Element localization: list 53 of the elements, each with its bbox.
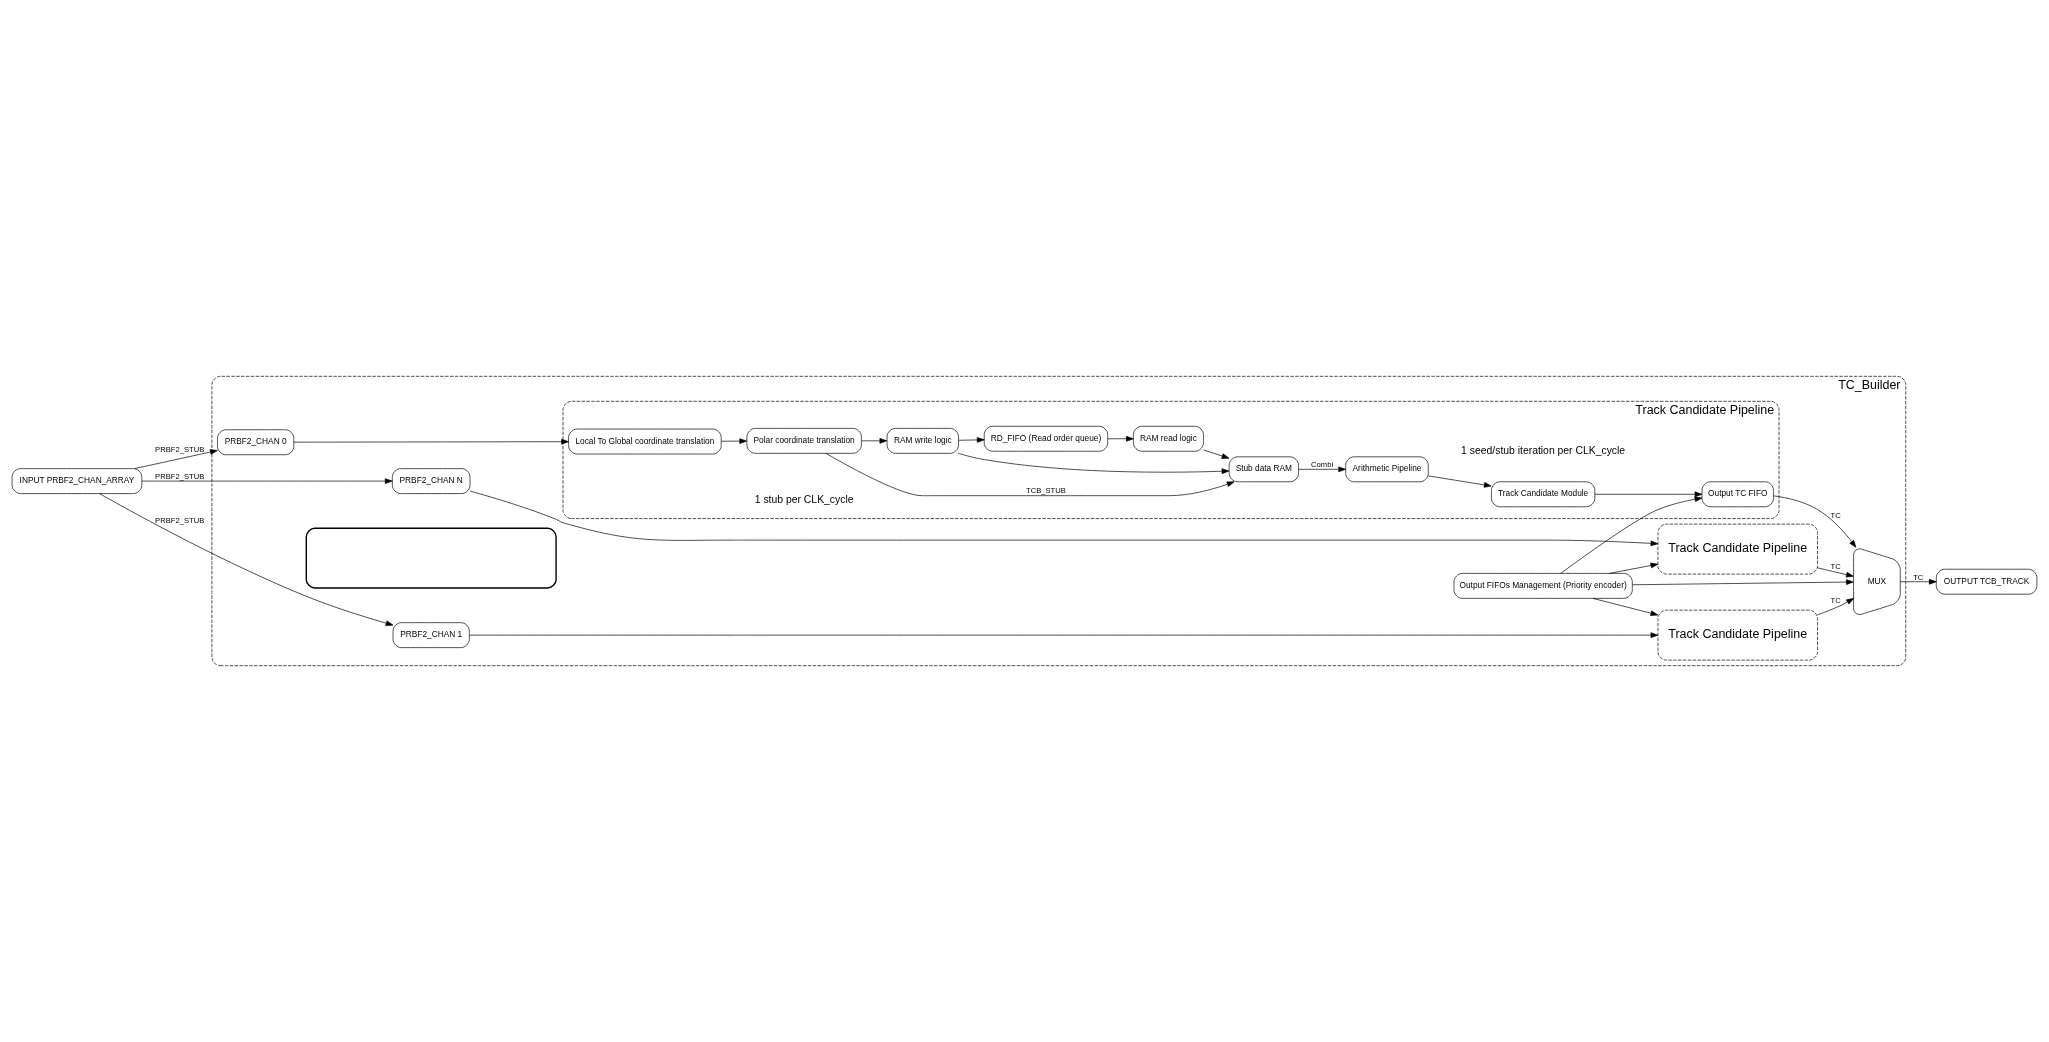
edge-label: PRBF2_STUB <box>155 515 205 525</box>
arrow <box>1298 466 1346 473</box>
arrow <box>958 437 985 443</box>
node-box <box>305 527 557 589</box>
edge-label: TC <box>1830 562 1841 572</box>
node-box: PRBF2_CHAN N <box>392 468 471 494</box>
arrow <box>720 438 747 444</box>
arrow <box>861 438 888 444</box>
node-box: RD_FIFO (Read order queue) <box>983 425 1109 452</box>
arrow <box>1817 598 1854 616</box>
label: 1 seed/stub iteration per CLK_cycle <box>1461 445 1626 457</box>
node-box: Stub data RAM <box>1228 456 1299 483</box>
node-box: Output FIFOs Management (Priority encoder) <box>1453 573 1633 599</box>
label: 1 stub per CLK_cycle <box>754 493 854 505</box>
node-box: PRBF2_CHAN 1 <box>392 622 470 648</box>
edge-label: PRBF2_STUB <box>155 471 205 481</box>
arrow <box>1428 475 1492 488</box>
edge-label: TC <box>1830 511 1841 521</box>
arrow <box>1594 491 1703 498</box>
node-box: Arithmetic Pipeline <box>1345 456 1429 483</box>
node-box: Track Candidate Module <box>1491 481 1596 508</box>
node-box: Local To Global coordinate translation <box>568 428 722 455</box>
edge-label: TC <box>1830 596 1841 606</box>
node-box: RAM read logic <box>1133 425 1204 452</box>
arrow <box>99 493 394 626</box>
node-box: Output TC FIFO <box>1701 481 1774 508</box>
edge-label: TC <box>1913 572 1924 582</box>
arrow <box>141 478 393 484</box>
arrow <box>1560 496 1703 574</box>
node-box: OUTPUT TCB_TRACK <box>1935 568 2038 595</box>
arrow <box>469 490 1659 547</box>
arrow <box>1773 495 1857 548</box>
arrow <box>1203 449 1230 459</box>
node-box: RAM write logic <box>886 428 959 454</box>
node-box: Polar coordinate translation <box>746 428 862 454</box>
arrow <box>1817 567 1854 578</box>
node-box: PRBF2_CHAN 0 <box>217 429 295 456</box>
node-box: INPUT PRBF2_CHAN_ARRAY <box>11 468 143 494</box>
arrow <box>1592 598 1659 616</box>
arrow <box>1900 578 1937 585</box>
arrow <box>1609 562 1659 574</box>
arrow <box>958 453 1230 474</box>
arrow <box>293 438 569 445</box>
edge-label: Combi <box>1311 460 1334 470</box>
arrow <box>825 453 1235 496</box>
arrow <box>1632 579 1854 586</box>
arrow <box>469 632 1659 638</box>
node-box: Track Candidate Pipeline <box>1657 609 1818 661</box>
node-box: Track Candidate Pipeline <box>1657 523 1818 575</box>
arrow <box>1107 436 1134 442</box>
edge-label: PRBF2_STUB <box>155 444 205 454</box>
edge-label: TCB_STUB <box>1026 486 1066 496</box>
arrow <box>134 449 218 469</box>
